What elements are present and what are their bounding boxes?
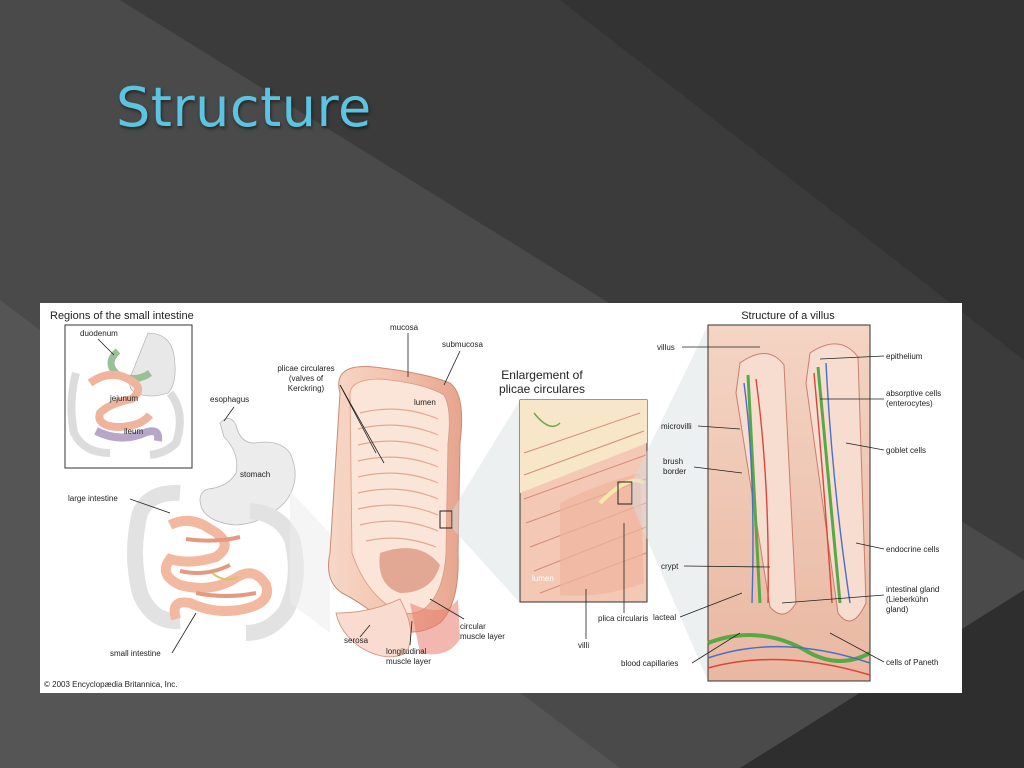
inset-ileum-label: ileum	[124, 427, 143, 436]
intestinal-gland-line1: intestinal gland	[886, 585, 939, 594]
plicae-circulares-label: plicae circulares (valves of Kerckring)	[277, 364, 334, 393]
plicae-label-line3: Kerckring)	[288, 384, 325, 393]
longitudinal-label-line2: muscle layer	[386, 657, 431, 666]
intestinal-gland-line2: (Lieberkühn	[886, 595, 928, 604]
villi-label: villi	[578, 641, 589, 650]
endocrine-label: endocrine cells	[886, 545, 939, 554]
panel4-title: Structure of a villus	[741, 310, 835, 322]
inset-duodenum-label: duodenum	[80, 329, 118, 338]
blood-capillaries-label: blood capillaries	[621, 659, 678, 668]
brush-border-line1: brush	[663, 457, 683, 466]
intestinal-gland-line3: gland)	[886, 605, 909, 614]
goblet-label: goblet cells	[886, 446, 926, 455]
submucosa-label: submucosa	[442, 340, 483, 349]
stomach-label: stomach	[240, 470, 270, 479]
panel3-title-line1: Enlargement of	[501, 368, 583, 382]
lumen-label-enlargement: lumen	[532, 574, 554, 583]
longitudinal-label-line1: longitudinal	[386, 647, 427, 656]
panel3-title-line2: plicae circulares	[499, 382, 585, 396]
villus-left-labels: villus microvilli brush border crypt lac…	[621, 343, 771, 668]
small-intestine-label: small intestine	[110, 649, 161, 658]
brush-border-line2: border	[663, 467, 686, 476]
panel-intestine-section: mucosa submucosa plicae circulares (valv…	[277, 323, 505, 666]
inset-box: duodenum jejunum ileum	[64, 324, 193, 469]
large-intestine-label: large intestine	[68, 494, 118, 503]
absorptive-line2: (enterocytes)	[886, 399, 933, 408]
panel-villus: Structure of a villus villus microvilli …	[621, 310, 941, 682]
plicae-label-line1: plicae circulares	[277, 364, 334, 373]
circular-label-line2: muscle layer	[460, 632, 505, 641]
microvilli-label: microvilli	[661, 422, 692, 431]
slide-title: Structure	[116, 76, 372, 139]
circular-label-line1: circular	[460, 622, 486, 631]
paneth-label: cells of Paneth	[886, 658, 938, 667]
villus-fingers	[707, 343, 871, 676]
panel1-title: Regions of the small intestine	[50, 310, 194, 322]
anatomy-figure: Regions of the small intestine duodenum …	[40, 303, 962, 693]
panel-regions: Regions of the small intestine duodenum …	[50, 310, 304, 658]
panel-enlargement: Enlargement of plicae circulares lumen v…	[499, 368, 648, 650]
absorptive-line1: absorptive cells	[886, 389, 941, 398]
lumen-label-section: lumen	[414, 398, 436, 407]
plicae-label-line2: (valves of	[289, 374, 324, 383]
serosa-label: serosa	[344, 636, 369, 645]
villus-label: villus	[657, 343, 675, 352]
copyright-text: © 2003 Encyclopædia Britannica, Inc.	[44, 680, 178, 689]
esophagus-label: esophagus	[210, 395, 249, 404]
epithelium-label: epithelium	[886, 352, 923, 361]
lacteal-label: lacteal	[653, 613, 676, 622]
plica-circularis-label: plica circularis	[598, 614, 648, 623]
mucosa-label: mucosa	[390, 323, 419, 332]
crypt-label: crypt	[661, 562, 679, 571]
inset-jejunum-label: jejunum	[109, 394, 138, 403]
plicae-folds	[357, 408, 439, 548]
villus-right-labels: epithelium absorptive cells (enterocytes…	[781, 352, 941, 667]
